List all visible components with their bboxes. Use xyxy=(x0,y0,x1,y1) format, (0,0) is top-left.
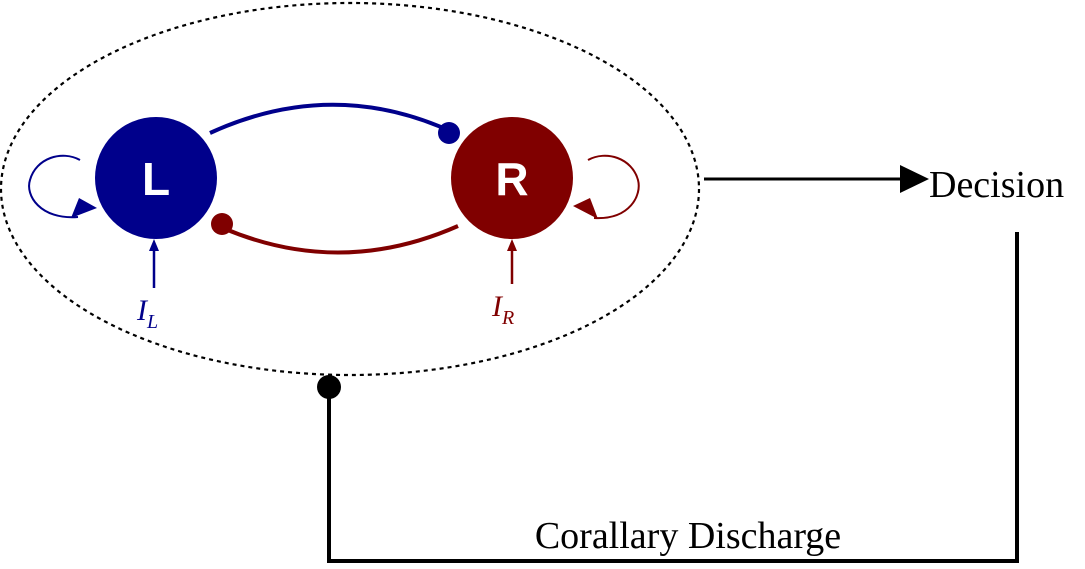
input-arrow-r-head xyxy=(507,239,517,251)
node-l-label: L xyxy=(142,153,170,205)
input-arrow-l-head xyxy=(149,239,159,251)
feedback-path xyxy=(327,232,1019,563)
inhibition-l-to-r-end xyxy=(438,122,460,144)
self-loop-l-arrowhead xyxy=(71,198,97,218)
network-boundary xyxy=(0,1,700,377)
input-label-l: IL xyxy=(136,294,158,333)
feedback-inhibition-end xyxy=(317,375,341,399)
decision-label: Decision xyxy=(929,164,1064,206)
inhibition-r-to-l xyxy=(222,224,459,255)
self-loop-r-arrowhead xyxy=(573,198,598,219)
decision-arrowhead xyxy=(900,165,929,193)
self-loop-l xyxy=(28,154,81,219)
node-r-label: R xyxy=(495,153,528,205)
node-r: R xyxy=(451,117,573,239)
self-loop-r xyxy=(587,154,640,220)
input-label-r: IR xyxy=(491,290,514,329)
node-l: L xyxy=(95,117,217,239)
inhibition-r-to-l-end xyxy=(211,213,233,235)
inhibition-l-to-r xyxy=(209,102,449,135)
feedback-label: Corallary Discharge xyxy=(535,515,841,557)
